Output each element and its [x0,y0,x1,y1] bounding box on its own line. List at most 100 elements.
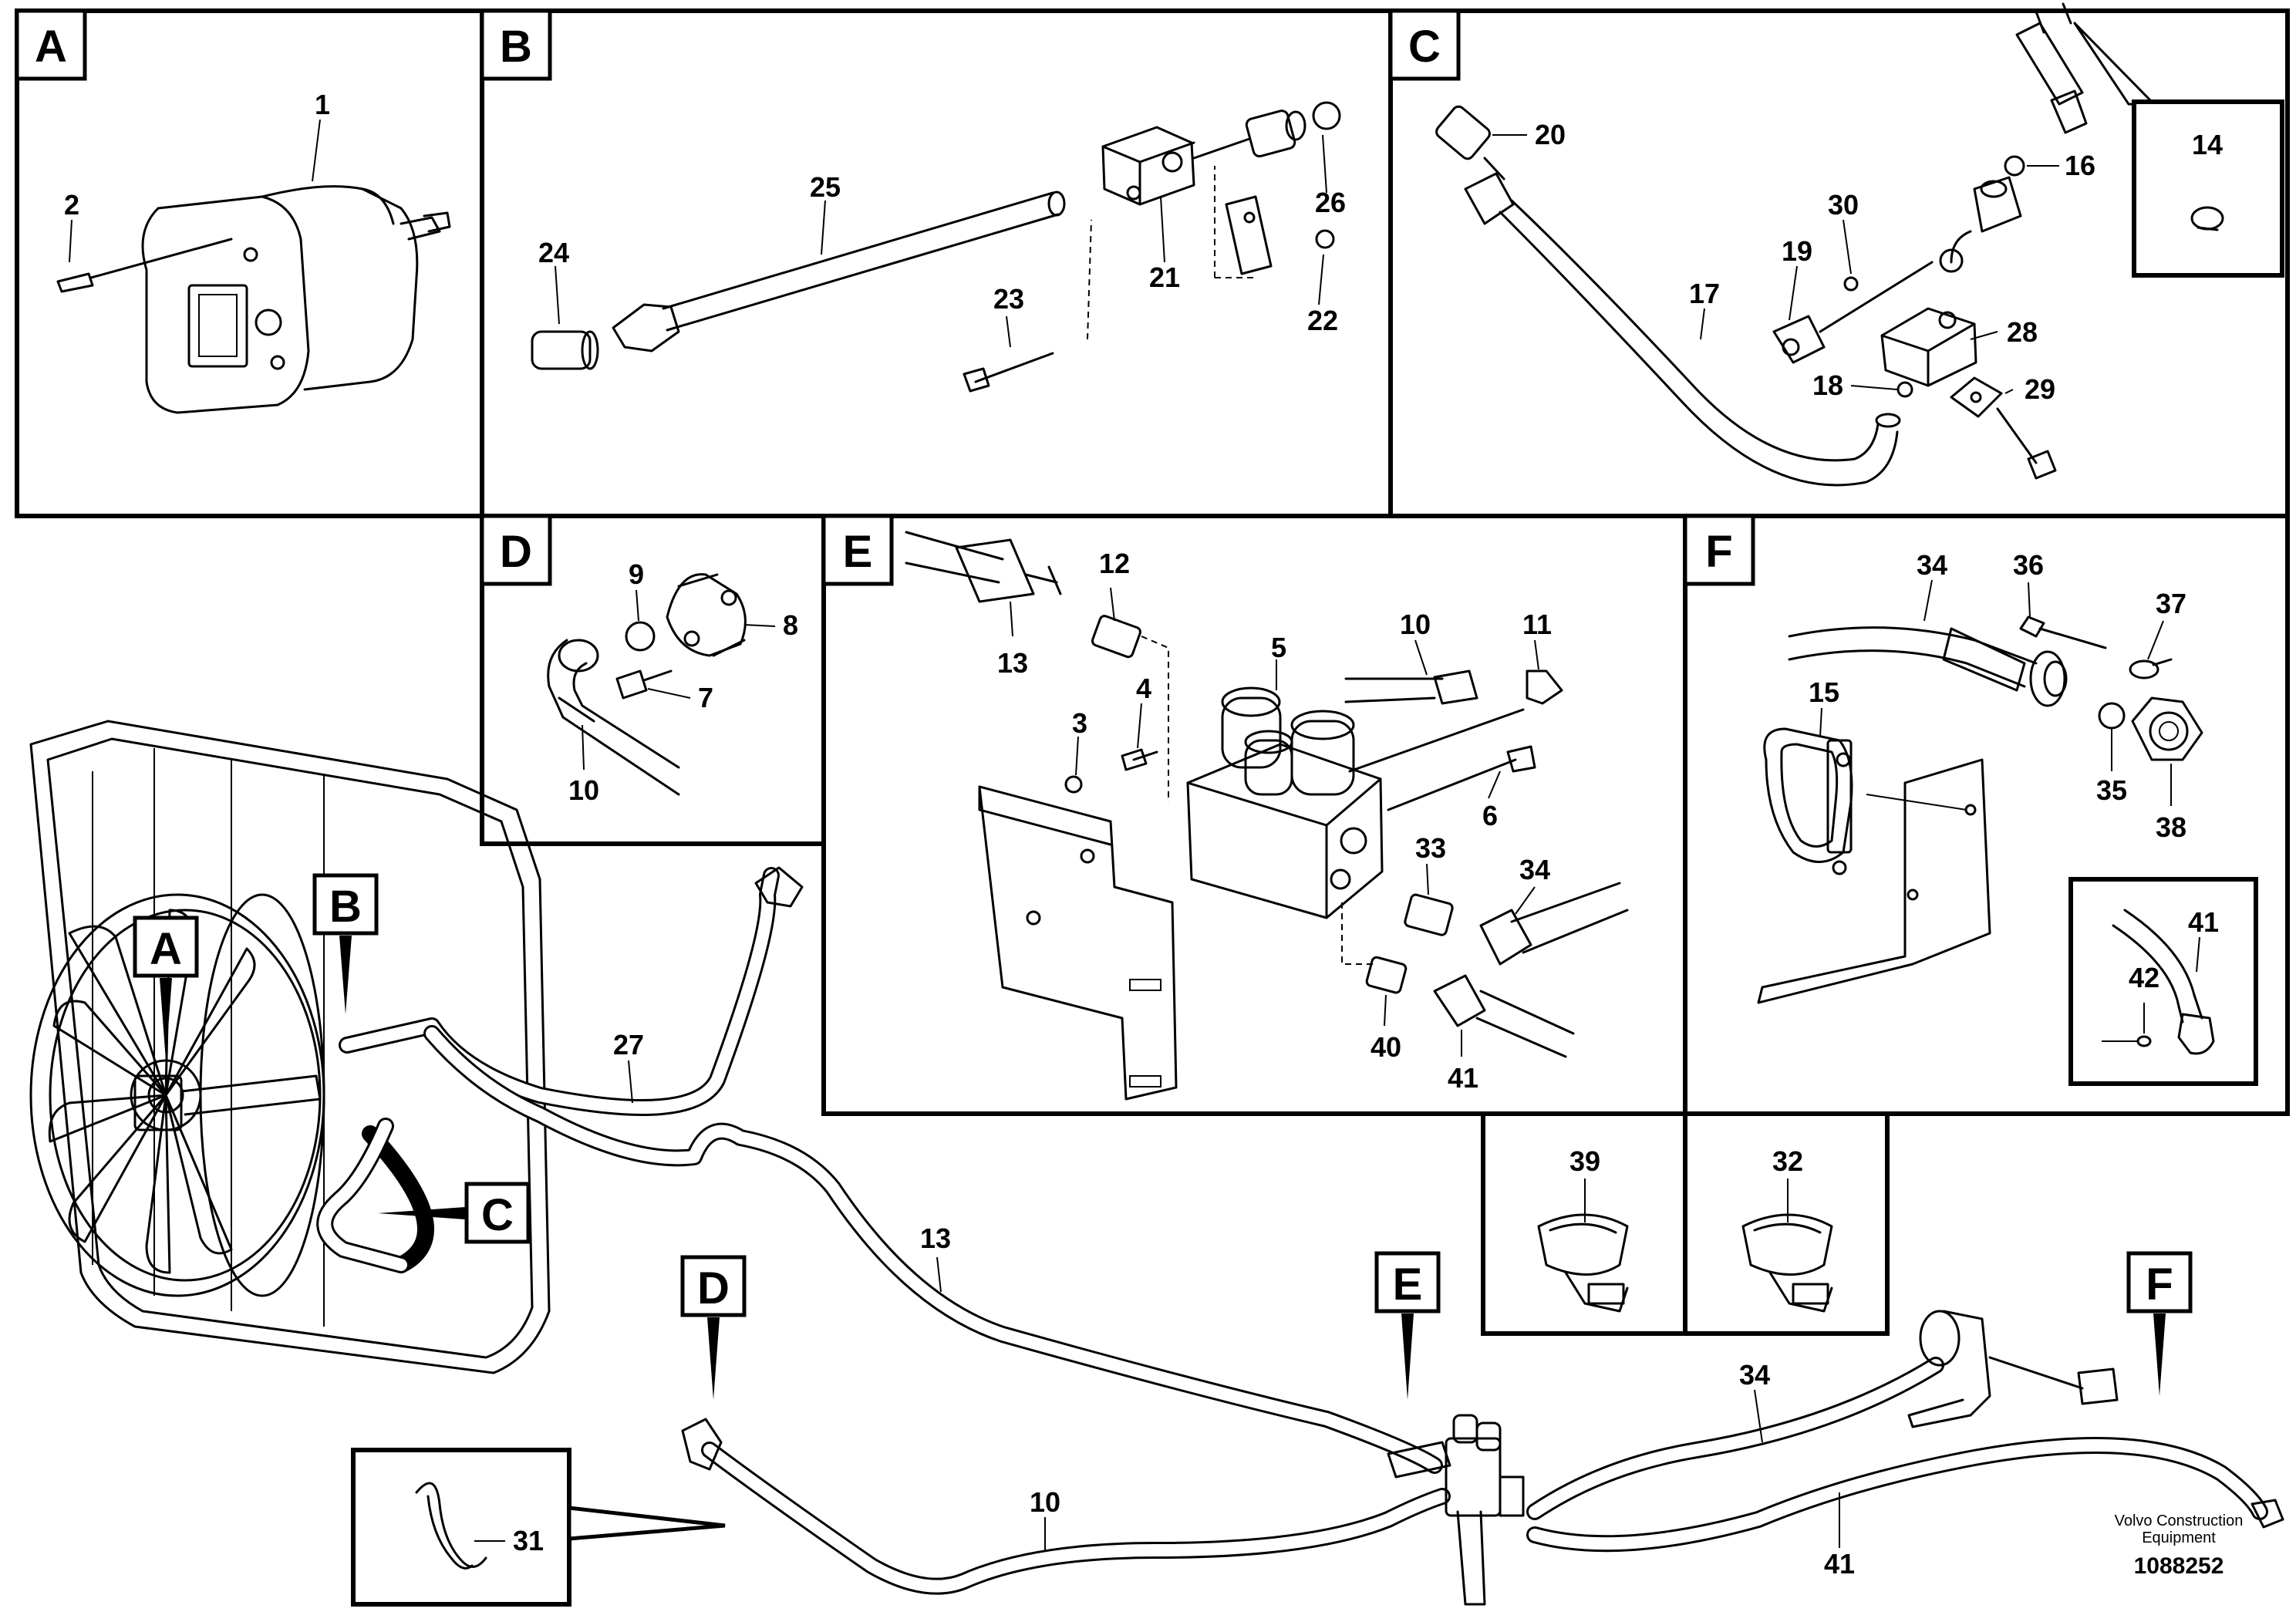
leader-11 [1534,639,1539,670]
sensor-19 [1772,261,1934,364]
hose-41-end [2250,1499,2284,1529]
label-13-e: 13 [997,647,1028,679]
leader-34-f [1923,579,1933,622]
bolt-7 [615,669,673,700]
label-13: 13 [920,1222,951,1254]
tag-f: F [2146,1259,2173,1310]
label-3: 3 [1072,707,1087,739]
tag-a-arrow [160,978,172,1061]
screw-4 [1121,748,1158,771]
tag-c: C [481,1190,514,1240]
label-41-e: 41 [1448,1062,1478,1094]
caption-c-box [1388,8,1461,81]
panel-e-frame [821,514,1687,1116]
brand-line-2: Equipment [2142,1529,2216,1546]
panel-f-frame [1683,514,2290,1116]
o-ring-26 [1312,101,1341,130]
label-27: 27 [613,1029,644,1061]
label-9: 9 [629,558,644,590]
label-36: 36 [2013,549,2044,581]
dashed-22 [1214,166,1257,278]
o-ring-16 [2004,155,2025,177]
callout-14-pointer [2073,22,2153,106]
panel-b-content: 25 24 21 23 26 22 [531,101,1346,393]
label-21: 21 [1149,261,1180,293]
bolt-2 [56,238,233,293]
tag-e-arrow [1401,1313,1414,1400]
label-7: 7 [698,682,713,713]
hose-10-d [547,639,680,796]
overview-valve-block [1387,1414,1525,1606]
leader-12 [1110,587,1115,622]
label-12: 12 [1099,548,1130,579]
caption-f-box [1683,514,1755,586]
leader-21 [1160,196,1165,263]
fitting-36-body [2029,650,2068,707]
label-35: 35 [2096,774,2127,806]
footer: Volvo Construction Equipment 1088252 [2115,1512,2244,1579]
hose-34-e [1479,882,1629,966]
leader-8 [743,624,776,627]
washer-3 [1064,775,1083,794]
tag-e: E [1393,1259,1423,1310]
plate-29 [1950,376,2057,480]
label-24: 24 [538,237,569,268]
label-11: 11 [1522,609,1552,640]
hydraulic-motor [141,185,451,414]
fan-blades [48,909,256,1274]
dashed-40 [1341,902,1373,965]
bracket-e [978,785,1178,1101]
sensor-20 [1435,105,1505,180]
label-20: 20 [1535,119,1566,150]
pipe-17 [1464,172,1901,487]
label-18: 18 [1812,369,1843,401]
tag-a-box [133,916,199,978]
callout-14-frame [2132,99,2284,278]
label-41-f: 41 [2188,906,2219,938]
panel-e-content: 12 13 5 10 11 3 4 6 33 34 40 41 [905,531,1629,1101]
label-16: 16 [2065,150,2095,181]
hose-10-end [681,1418,723,1471]
clamp-block-21 [1101,126,1195,206]
leader-29 [2004,389,2014,394]
motor-on-fan [133,1074,322,1131]
caption-e-box [821,514,894,586]
panel-f-content: 41 42 34 36 37 15 35 38 [1757,549,2258,1086]
bolt-23 [963,352,1054,393]
leader-15 [1819,707,1822,737]
label-19: 19 [1782,235,1812,267]
leader-22 [1318,254,1324,305]
label-30: 30 [1828,189,1859,221]
label-4: 4 [1136,673,1151,704]
leader-3 [1075,736,1079,776]
leader-28 [1970,331,1998,340]
ring-37 [2129,658,2173,679]
fitting-33 [1404,893,1454,936]
label-29: 29 [2025,373,2055,405]
upper-hose-fittings [1939,2,2088,273]
bracket-f [1757,758,1991,1004]
tag-a: A [150,924,182,974]
label-42: 42 [2129,962,2159,993]
fitting-40 [1365,956,1408,994]
panel-frames [15,8,2290,1336]
panel-a-frame [15,8,484,518]
label-38: 38 [2156,811,2186,843]
leader-19 [1789,265,1798,321]
washer-22 [1315,229,1335,249]
leader-17 [1700,308,1705,340]
leader-34-e [1515,886,1536,915]
clamp-15 [1763,727,1853,875]
panel-c-frame [1388,8,2290,518]
label-10-e: 10 [1400,609,1431,640]
label-34: 34 [1739,1359,1770,1391]
tag-f-box [2126,1251,2193,1313]
label-23: 23 [993,283,1024,315]
plate-bracket [1225,195,1273,275]
bolt-36 [2019,615,2107,649]
o-ring-9 [625,621,656,652]
overview-tags: A B C D E F [133,873,2193,1400]
label-40: 40 [1371,1031,1401,1063]
panel-f-caption: F [1705,527,1732,577]
pipe-25 [662,191,1066,332]
